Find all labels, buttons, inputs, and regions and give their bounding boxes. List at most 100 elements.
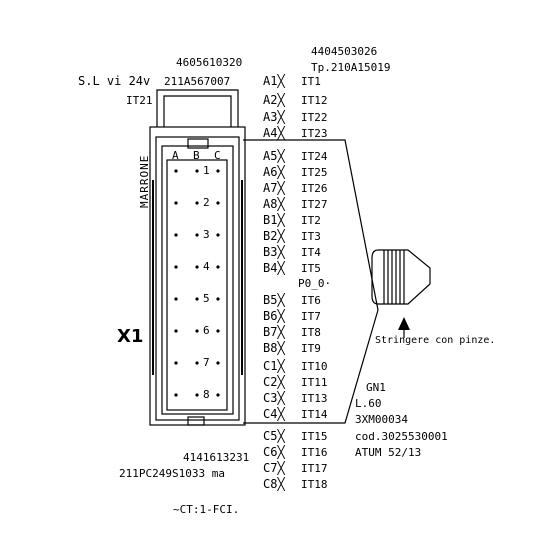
terminal-signal: IT3	[301, 230, 321, 243]
terminal-signal: IT7	[301, 310, 321, 323]
wire-top	[243, 139, 379, 311]
clamp-knob	[371, 249, 431, 305]
terminal-signal: IT1	[301, 75, 321, 88]
terminal-pin: A6╳	[263, 165, 285, 179]
gn-name: GN1	[366, 381, 386, 394]
stringere-note: Stringere con pinze.	[375, 335, 496, 346]
pin-dot	[174, 329, 178, 333]
terminal-signal: IT25	[301, 166, 328, 179]
terminal-signal: IT17	[301, 462, 328, 475]
pin-dot	[216, 169, 220, 173]
terminal-pin: B2╳	[263, 229, 285, 243]
pin-dot	[195, 361, 199, 365]
footer-code: 4141613231	[183, 451, 250, 464]
terminal-pin: B5╳	[263, 293, 285, 307]
terminal-pin: C4╳	[263, 407, 285, 421]
pin-dot	[174, 169, 178, 173]
terminal-signal: IT23	[301, 127, 328, 140]
terminal-signal: IT4	[301, 246, 321, 259]
pin-dot	[216, 361, 220, 365]
terminal-pin: C5╳	[263, 429, 285, 443]
terminal-signal: IT13	[301, 392, 328, 405]
pin-dot	[216, 393, 220, 397]
pin-dot	[174, 233, 178, 237]
p0-label: P0_0·	[298, 277, 332, 290]
terminal-pin: C2╳	[263, 375, 285, 389]
terminal-signal: IT14	[301, 408, 328, 421]
pin-dot	[216, 297, 220, 301]
terminal-signal: IT15	[301, 430, 328, 443]
pin-number: 2	[203, 196, 210, 209]
terminal-pin: B1╳	[263, 213, 285, 227]
terminal-pin: A5╳	[263, 149, 285, 163]
column-header-a: A	[172, 149, 179, 162]
cable-guide-inner	[163, 95, 232, 127]
gn-cod: cod.3025530001	[355, 430, 448, 443]
column-header-c: C	[214, 149, 221, 162]
pin-number: 7	[203, 356, 210, 369]
gn-length: L.60	[355, 397, 382, 410]
pin-dot	[174, 201, 178, 205]
cable-guide-outer	[156, 89, 239, 127]
pin-dot	[195, 329, 199, 333]
gn-code: 3XM00034	[355, 413, 408, 426]
header-code-2: 211A567007	[164, 75, 231, 88]
pin-dot	[216, 329, 220, 333]
header-code-4: Tp.210A15019	[311, 61, 391, 74]
gn-atum: ATUM 52/13	[355, 446, 422, 459]
pin-dot	[195, 233, 199, 237]
pin-dot	[174, 265, 178, 269]
pin-dot	[216, 233, 220, 237]
connector-body-frame	[155, 136, 240, 421]
terminal-pin: C6╳	[263, 445, 285, 459]
terminal-signal: IT27	[301, 198, 328, 211]
pin-number: 4	[203, 260, 210, 273]
pin-dot	[195, 169, 199, 173]
pin-dots	[174, 169, 220, 397]
terminal-signal: IT10	[301, 360, 328, 373]
terminal-pin: B6╳	[263, 309, 285, 323]
wire-bottom	[243, 309, 379, 424]
pin-dot	[174, 297, 178, 301]
terminal-signal: IT16	[301, 446, 328, 459]
pin-dot	[174, 361, 178, 365]
terminal-pin: A2╳	[263, 93, 285, 107]
header-it21: IT21	[126, 94, 153, 107]
header-code-1: 4605610320	[176, 56, 243, 69]
terminal-signal: IT2	[301, 214, 321, 227]
terminal-pin: A1╳	[263, 74, 285, 88]
header-label-left: S.L vi 24v	[78, 74, 151, 88]
terminal-pin: C7╳	[263, 461, 285, 475]
pin-number: 6	[203, 324, 210, 337]
pin-dot	[195, 201, 199, 205]
terminal-pin: B3╳	[263, 245, 285, 259]
column-header-b: B	[193, 149, 200, 162]
pin-number: 5	[203, 292, 210, 305]
terminal-signal: IT8	[301, 326, 321, 339]
terminal-signal: IT9	[301, 342, 321, 355]
pin-number: 3	[203, 228, 210, 241]
terminal-signal: IT11	[301, 376, 328, 389]
terminal-pin: A7╳	[263, 181, 285, 195]
connector-name: X1	[117, 326, 144, 347]
terminal-pin: A8╳	[263, 197, 285, 211]
terminal-signal: IT6	[301, 294, 321, 307]
pin-dot	[174, 393, 178, 397]
arrow-icon	[398, 317, 410, 330]
terminal-signal: IT24	[301, 150, 328, 163]
terminal-signal: IT26	[301, 182, 328, 195]
terminal-signal: IT5	[301, 262, 321, 275]
pin-dot	[216, 201, 220, 205]
pin-dot	[195, 297, 199, 301]
connector-color-label: MARRONE	[138, 154, 151, 208]
terminal-pin: C3╳	[263, 391, 285, 405]
terminal-pin: B7╳	[263, 325, 285, 339]
pin-dot	[195, 393, 199, 397]
terminal-signal: IT22	[301, 111, 328, 124]
pin-number: 1	[203, 164, 210, 177]
pin-dot	[216, 265, 220, 269]
pin-field	[166, 159, 228, 411]
terminal-pin: A3╳	[263, 110, 285, 124]
